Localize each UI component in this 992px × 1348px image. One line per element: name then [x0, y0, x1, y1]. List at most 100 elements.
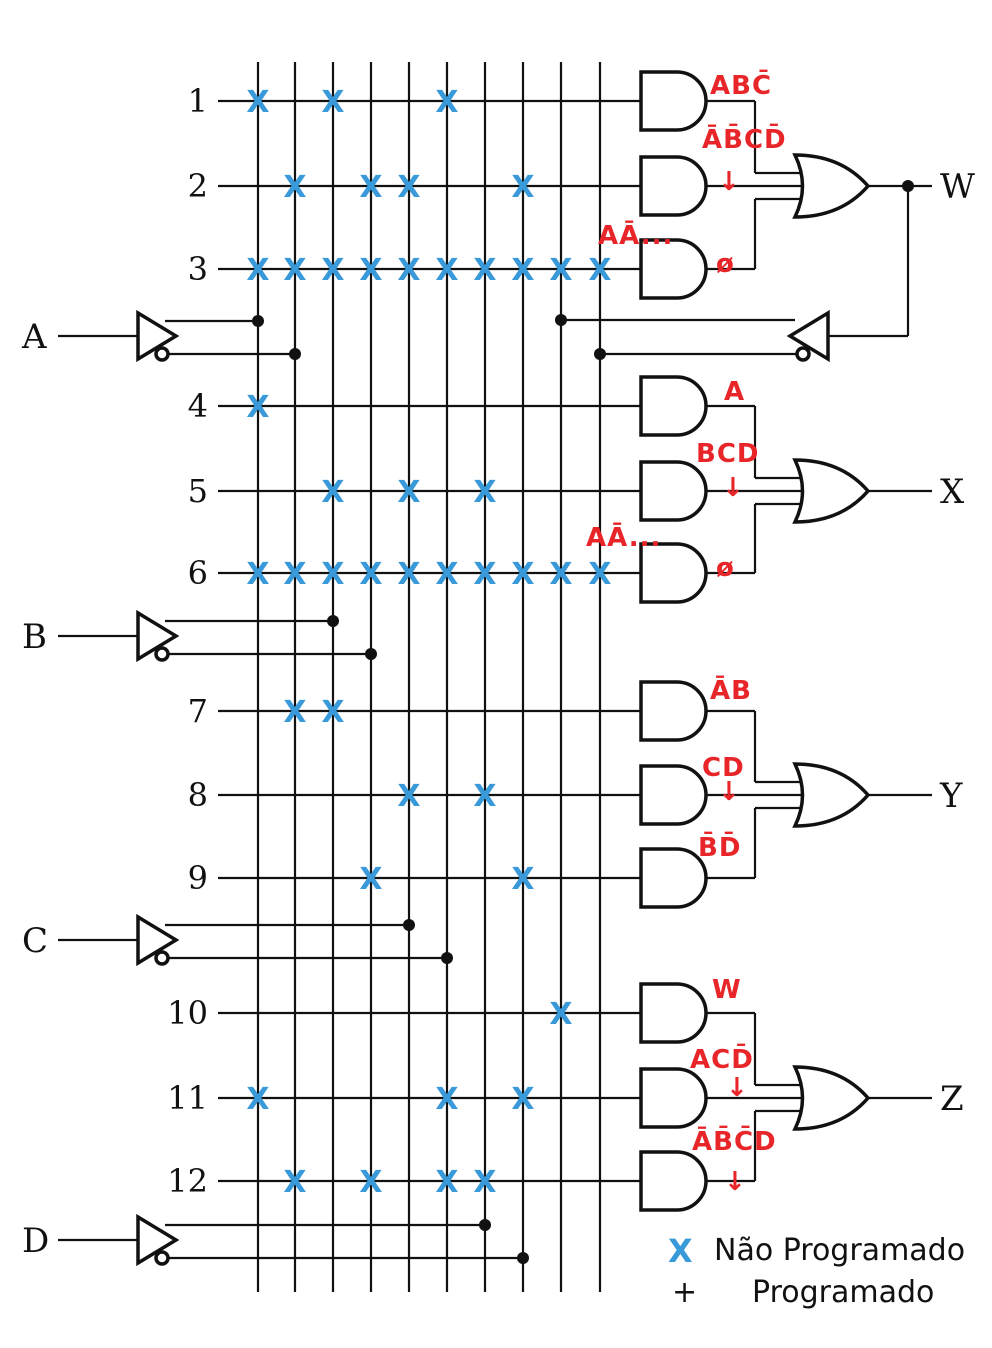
output-label-X: X	[940, 472, 965, 512]
legend: X Não Programado + Programado	[668, 1232, 965, 1310]
fuse-x: X	[397, 557, 420, 592]
fuse-x: X	[435, 1082, 458, 1117]
fuse-x: X	[321, 85, 344, 120]
row-label-2: 2	[188, 167, 208, 205]
inverter-bubble	[154, 646, 170, 662]
and-gate-6	[639, 542, 708, 604]
fuse-x: X	[246, 557, 269, 592]
fuse-x: X	[283, 170, 306, 205]
handwritten-note: BCD	[696, 439, 759, 469]
inverter-bubble	[154, 1250, 170, 1266]
row-label-7: 7	[188, 692, 208, 730]
legend-unprogrammed-label: Não Programado	[714, 1233, 965, 1268]
input-buffer-A	[136, 309, 180, 363]
and-gate-7	[639, 680, 708, 742]
legend-plus-symbol: +	[672, 1275, 697, 1310]
junction-dot	[517, 1252, 529, 1264]
handwritten-note: AĀ...	[598, 219, 673, 251]
row-label-4: 4	[188, 387, 208, 425]
row-label-1: 1	[188, 82, 208, 120]
output-label-Z: Z	[940, 1079, 964, 1119]
or-gate-X	[792, 458, 871, 524]
or-gate-W	[792, 153, 871, 219]
handwritten-note: AĀ...	[586, 521, 661, 553]
junction-dot	[252, 315, 264, 327]
or-gate-Y	[792, 762, 871, 828]
fuse-x: X	[473, 779, 496, 814]
handwritten-note: A	[724, 377, 745, 407]
junction-dot	[365, 648, 377, 660]
fuse-x: X	[246, 1082, 269, 1117]
fuse-x: X	[473, 1165, 496, 1200]
and-gate-11	[639, 1067, 708, 1129]
input-buffer-D	[136, 1213, 180, 1267]
fuse-x: X	[359, 557, 382, 592]
fuse-x: X	[283, 557, 306, 592]
fuse-x: X	[588, 253, 611, 288]
inverter-bubble	[795, 346, 811, 362]
junction-dot	[555, 314, 567, 326]
output-label-Y: Y	[939, 776, 963, 816]
fuse-x: X	[321, 557, 344, 592]
fuse-x: X	[321, 475, 344, 510]
fuse-x: X	[283, 695, 306, 730]
handwritten-note: B̄D̄	[698, 830, 741, 863]
fuse-x: X	[588, 557, 611, 592]
fuse-x: X	[473, 253, 496, 288]
handwritten-note: ACD̄	[690, 1042, 754, 1075]
fuse-x: X	[511, 1082, 534, 1117]
fuse-x: X	[397, 475, 420, 510]
row-label-11: 11	[167, 1079, 208, 1117]
inverter-bubble	[154, 346, 170, 362]
and-gate-4	[639, 375, 708, 437]
or-gate-Z	[792, 1065, 871, 1131]
junction-dot	[327, 615, 339, 627]
fuse-x: X	[549, 997, 572, 1032]
fuse-x: X	[435, 253, 458, 288]
fuse-x: X	[511, 253, 534, 288]
fuse-x: X	[246, 253, 269, 288]
handwritten-note: ABC̄	[710, 68, 772, 101]
fuse-x: X	[435, 557, 458, 592]
fuse-x: X	[397, 779, 420, 814]
annotations: ABC̄ĀB̄CD̄↓AĀ...øABCD↓AĀ...øĀBCD↓B̄D̄WAC…	[586, 68, 787, 1197]
feedback-buffer	[786, 309, 830, 363]
input-buffer-C	[136, 913, 180, 967]
row-label-8: 8	[188, 776, 208, 814]
handwritten-note: ĀB	[710, 674, 752, 706]
legend-programmed-label: Programado	[752, 1275, 934, 1310]
fuse-x: X	[511, 557, 534, 592]
row-label-9: 9	[188, 859, 208, 897]
fuse-x: X	[246, 390, 269, 425]
input-label-D: D	[22, 1221, 49, 1261]
fuse-x: X	[473, 557, 496, 592]
handwritten-note: ĀB̄CD̄	[702, 122, 787, 155]
fuse-x: X	[511, 862, 534, 897]
and-gate-2	[639, 155, 708, 217]
input-label-A: A	[21, 317, 47, 357]
input-buffer-B	[136, 609, 180, 663]
handwritten-note: ø	[716, 553, 735, 583]
junction-dot	[594, 348, 606, 360]
input-label-C: C	[22, 921, 48, 961]
fuse-x: X	[511, 170, 534, 205]
and-gate-3	[639, 238, 708, 300]
fuse-x: X	[397, 253, 420, 288]
junction-dot	[403, 919, 415, 931]
handwritten-note: CD	[702, 753, 745, 783]
fuse-x: X	[246, 85, 269, 120]
fuse-x: X	[359, 1165, 382, 1200]
gates	[136, 70, 871, 1267]
fuse-x: X	[435, 85, 458, 120]
fuse-x: X	[549, 557, 572, 592]
input-label-B: B	[22, 617, 47, 657]
fuse-x: X	[321, 695, 344, 730]
handwritten-note: ↓	[718, 777, 741, 807]
handwritten-note: ø	[716, 249, 735, 279]
handwritten-note: W	[712, 975, 742, 1005]
handwritten-note: ↓	[724, 1167, 747, 1197]
and-gate-9	[639, 847, 708, 909]
